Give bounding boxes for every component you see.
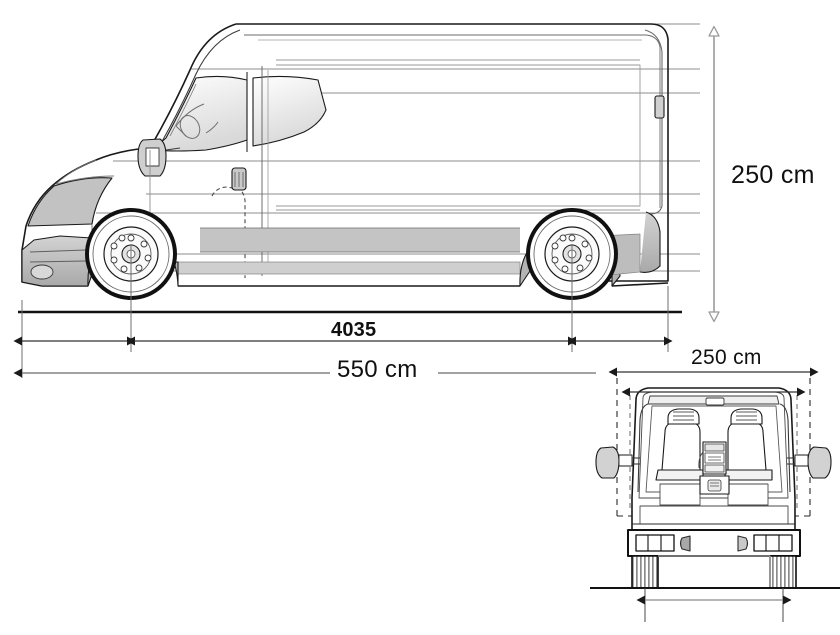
right-lamp-cluster (753, 534, 793, 552)
front-fender-upper (27, 177, 113, 227)
right-reflector (737, 535, 749, 552)
front-bumper (627, 529, 801, 557)
driver-headrest (667, 408, 700, 425)
door-window (252, 75, 327, 147)
side-skirt (200, 228, 520, 252)
passenger-headrest (730, 408, 763, 425)
width-dimension-label: 250 cm (686, 347, 767, 368)
height-dimension-label: 250 cm (726, 163, 820, 188)
left-lamp-cluster (635, 534, 675, 552)
interior-detail (175, 103, 219, 139)
left-reflector (679, 535, 691, 552)
front-view-group (595, 378, 832, 589)
driver-seat (655, 408, 704, 506)
passenger-seat (724, 408, 773, 506)
center-console (698, 441, 730, 495)
rear-door-detail (639, 29, 665, 273)
front-left-mirror (595, 446, 640, 479)
door-handle (231, 167, 247, 191)
front-body-outline (21, 23, 237, 287)
mirror-width-guides (616, 378, 811, 520)
width-dimension (608, 367, 819, 397)
front-view-wheels (631, 555, 797, 589)
side-view-group (21, 23, 700, 300)
track-extension-ticks (644, 588, 784, 622)
cargo-panels (276, 59, 641, 211)
wheelbase-dimension-label: 4035 (326, 320, 382, 340)
windshield (151, 75, 248, 152)
length-dimension-label: 550 cm (332, 358, 423, 382)
roof-and-rear-outline (236, 23, 669, 282)
side-mirror (137, 138, 181, 177)
body-width-guides (629, 395, 798, 512)
front-right-mirror (787, 446, 832, 479)
front-bumper-group (21, 235, 97, 287)
